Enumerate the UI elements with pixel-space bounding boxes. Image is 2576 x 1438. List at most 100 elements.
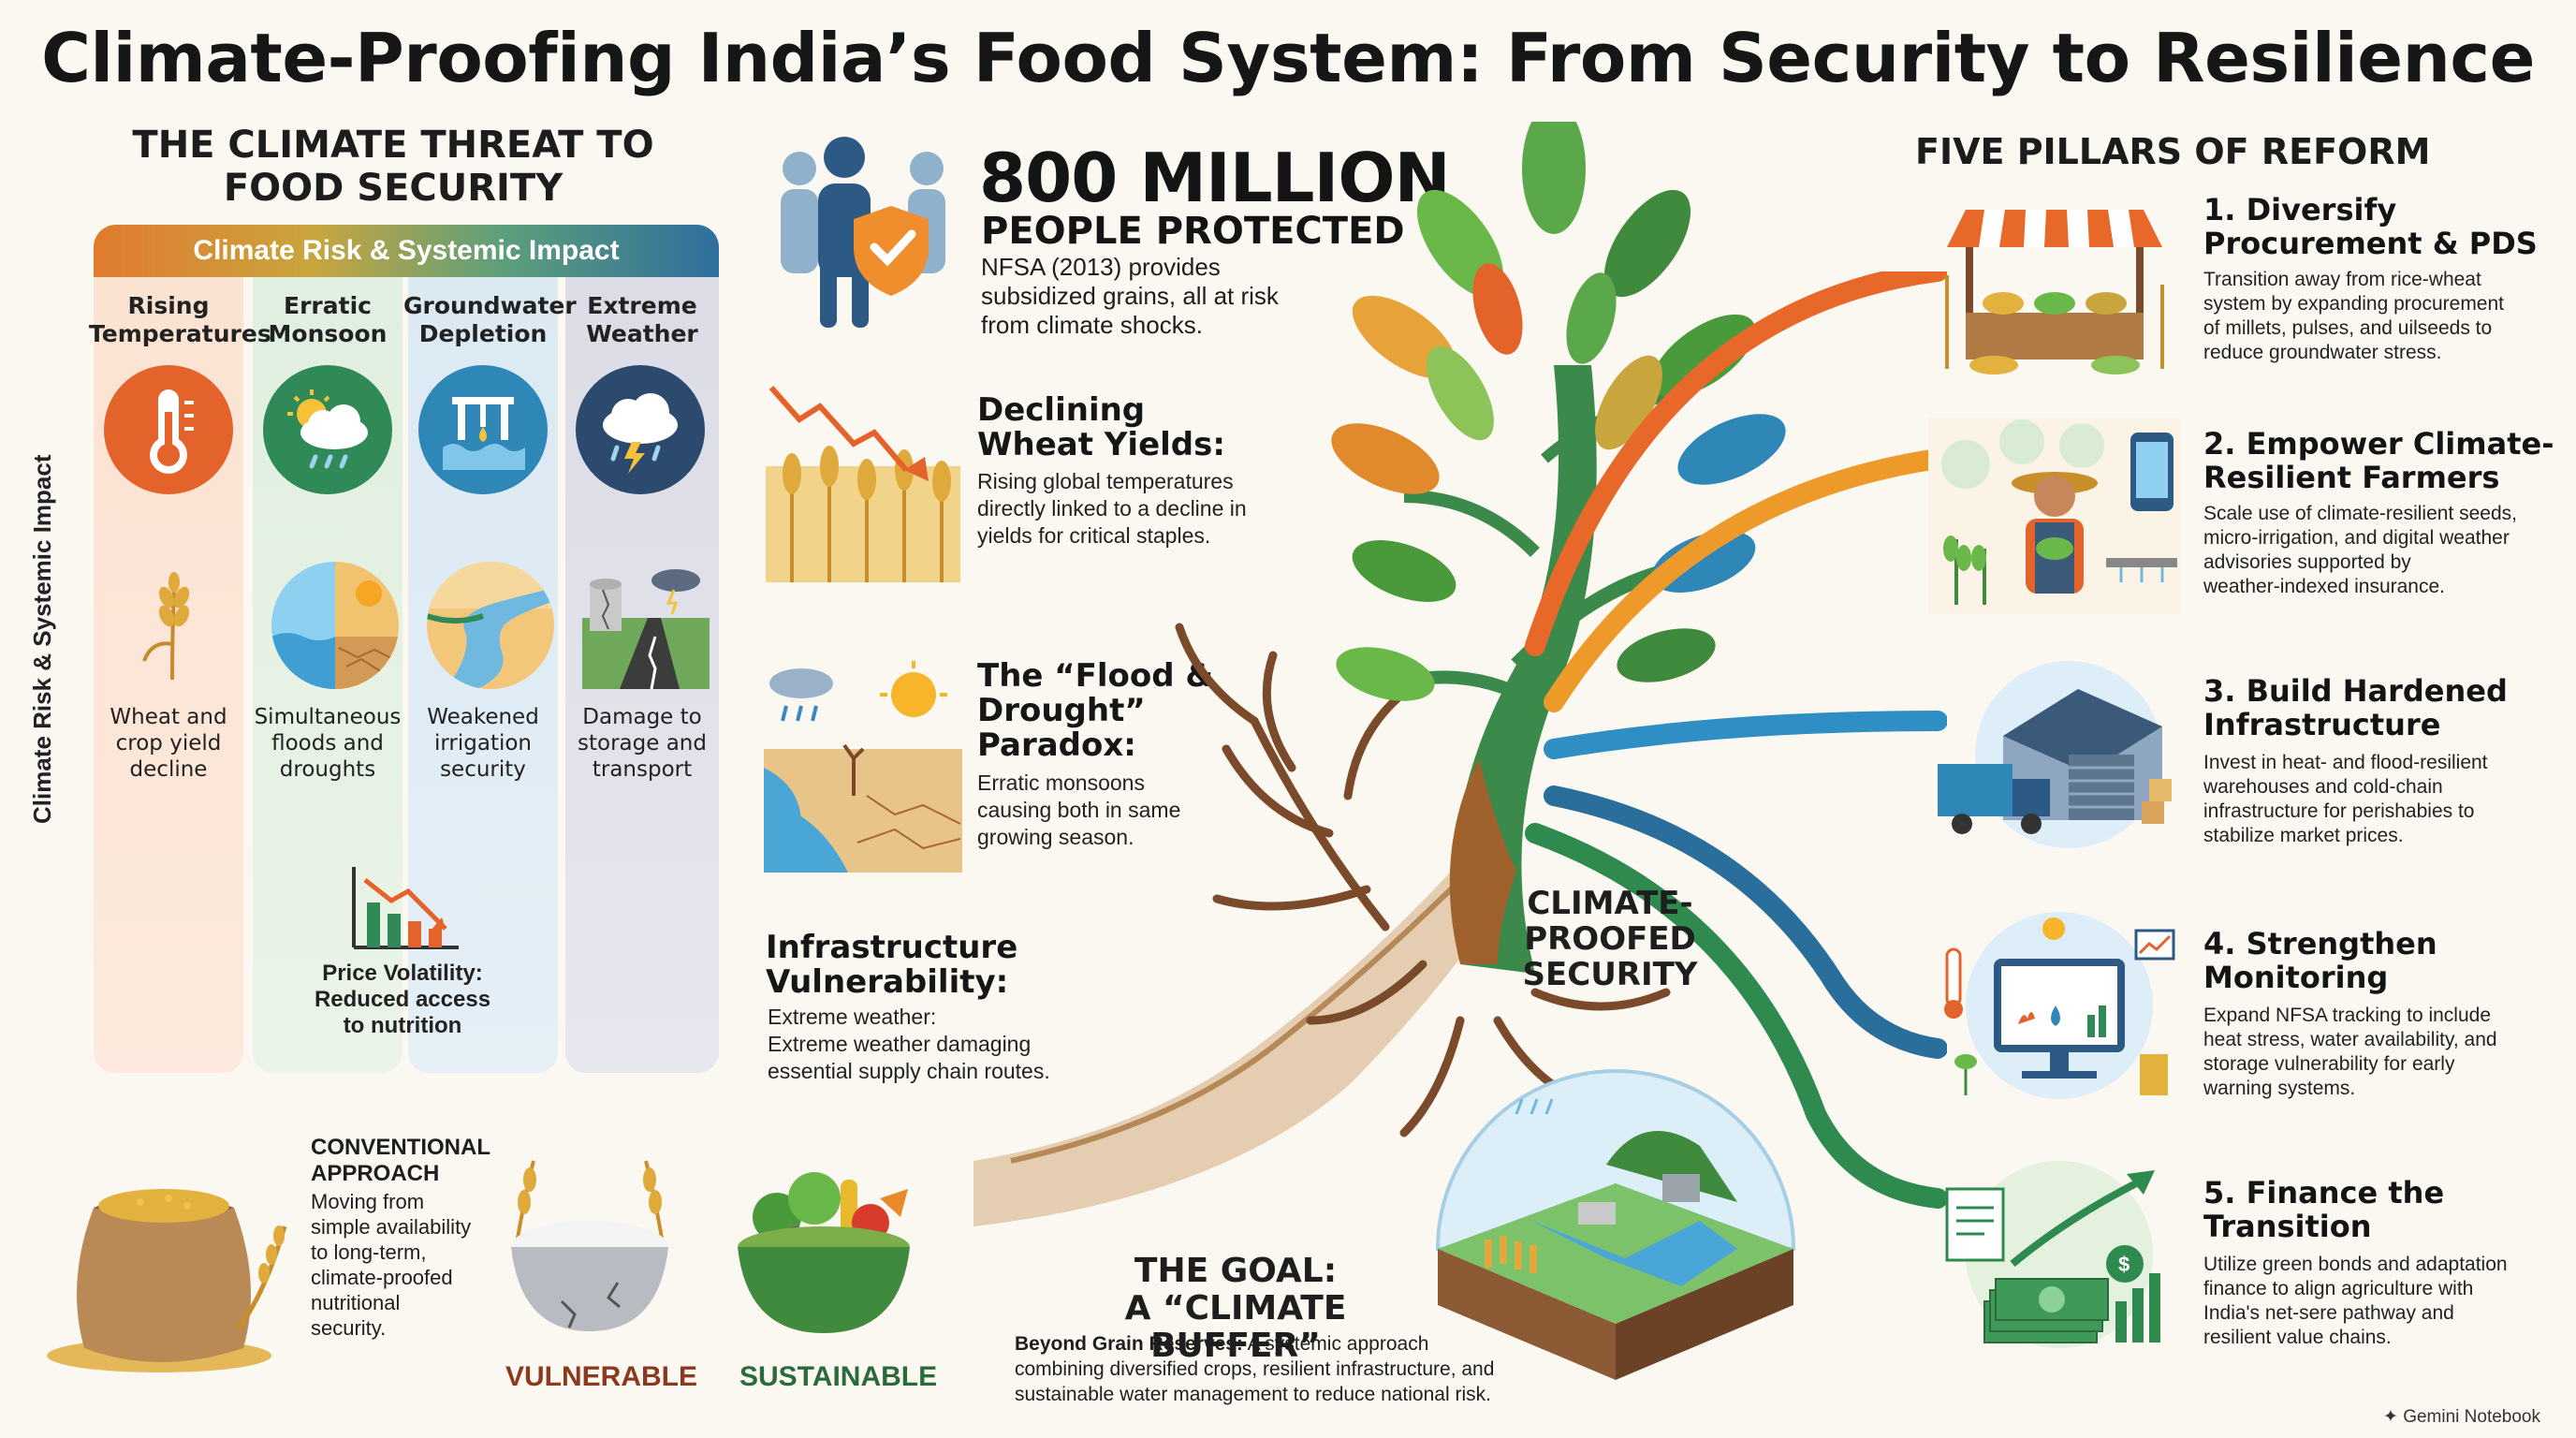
pillar-title-line: Monitoring: [2203, 960, 2389, 995]
impact-line: storage and: [578, 731, 707, 756]
watermark: ✦ Gemini Notebook: [2383, 1406, 2540, 1428]
risk-label-groundwater: Groundwater Depletion: [403, 292, 577, 348]
stat-body-line: subsidized grains, all at risk: [981, 282, 1279, 310]
goal-title: THE GOAL: A “CLIMATE BUFFER”: [1058, 1253, 1413, 1365]
vegetable-bowl-illustration: [721, 1142, 927, 1348]
pillar-body-line: infrastructure for perishabies to: [2203, 800, 2475, 822]
climate-tree-illustration: [936, 103, 1947, 1301]
impact-line: Wheat and: [110, 705, 227, 729]
wheat-heading-line: Declining: [977, 391, 1146, 429]
pillar-body-line: warning systems.: [2203, 1078, 2356, 1099]
risk-label-line: Monsoon: [268, 320, 388, 347]
tree-label-line: CLIMATE-: [1527, 885, 1693, 922]
wheat-heading-line: Wheat Yields:: [977, 426, 1225, 463]
well-pump-icon: [418, 365, 548, 494]
pillar-body-line: of millets, pulses, and uilseeds to: [2203, 317, 2493, 339]
impact-line: irrigation: [433, 731, 533, 756]
pillar-body-line: India's net-sere pathway and: [2203, 1302, 2454, 1324]
wheat-body: Rising global temperatures directly link…: [977, 468, 1295, 550]
money-growth-icon: $: [1928, 1161, 2181, 1357]
pillar-body-line: finance to align agriculture with: [2203, 1278, 2474, 1299]
goal-body-line2: combining diversified crops, resilient i…: [1015, 1358, 1495, 1380]
conv-body-line: simple availability: [311, 1215, 472, 1239]
pillar-title-line: Infrastructure: [2203, 707, 2441, 742]
pillar-3-title: 3. Build Hardened Infrastructure: [2203, 674, 2508, 741]
thermometer-icon: [104, 365, 233, 494]
stat-body: NFSA (2013) provides subsidized grains, …: [981, 253, 1299, 340]
risk-label-weather: Extreme Weather: [563, 292, 722, 348]
rain-sun-icon: [263, 365, 392, 494]
pillars-heading: FIVE PILLARS OF REFORM: [1915, 131, 2431, 172]
goal-body-text: A systemic approach: [1242, 1333, 1429, 1355]
impact-line: transport: [592, 757, 693, 782]
risk-label-temperature: Rising Temperatures: [89, 292, 271, 348]
wheat-body-line: Rising global temperatures: [977, 469, 1234, 493]
warehouse-icon: [1928, 661, 2181, 858]
stat-body-line: from climate shocks.: [981, 311, 1203, 339]
pillar-3-body: Invest in heat- and flood-resilient ware…: [2203, 751, 2550, 848]
pillar-title-line: Transition: [2203, 1209, 2372, 1244]
conv-body-line: to long-term,: [311, 1240, 427, 1264]
stat-subtitle: PEOPLE PROTECTED: [981, 210, 1405, 253]
risk-panel: Climate Risk & Systemic Impact Rising Te…: [89, 225, 722, 1073]
pillar-5-title: 5. Finance the Transition: [2203, 1176, 2444, 1243]
flood-body-line: growing season.: [977, 825, 1134, 849]
flood-heading-line: Paradox:: [977, 726, 1136, 764]
pillar-title-line: 5. Finance the: [2203, 1175, 2445, 1211]
pillar-1-body: Transition away from rice-wheat system b…: [2203, 268, 2550, 365]
flood-heading-line: The “Flood &: [977, 657, 1214, 695]
flood-heading: The “Flood & Drought” Paradox:: [977, 659, 1213, 763]
impact-line: floods and: [271, 731, 384, 756]
pillar-body-line: Invest in heat- and flood-resilient: [2203, 752, 2488, 773]
impact-label-weather: Damage to storage and transport: [563, 704, 722, 783]
impact-label-monsoon: Simultaneous floods and droughts: [248, 704, 407, 783]
pillar-body-line: micro-irrigation, and digital weather: [2203, 527, 2510, 549]
pillar-ribbons: [1498, 261, 1948, 1245]
grain-sack-illustration: [37, 1133, 290, 1386]
pillar-title-line: 3. Build Hardened: [2203, 673, 2508, 709]
stat-number: 800 MILLION: [979, 139, 1451, 217]
impact-line: crop yield: [115, 731, 222, 756]
climate-buffer-landscape-icon: [1419, 1034, 1812, 1389]
pillar-body-line: resilient value chains.: [2203, 1327, 2392, 1348]
price-line: to nutrition: [343, 1013, 462, 1038]
vertical-axis-label: Climate Risk & Systemic Impact: [28, 454, 56, 825]
risk-label-line: Extreme: [587, 292, 697, 319]
infra-body-line: Extreme weather:: [768, 1005, 937, 1029]
farmer-icon: [1928, 418, 2181, 614]
pillar-body-line: Expand NFSA tracking to include: [2203, 1005, 2492, 1026]
conventional-approach-body: Moving from simple availability to long-…: [311, 1189, 498, 1341]
market-stall-icon: [1928, 182, 2181, 378]
price-line: Reduced access: [314, 987, 491, 1012]
page-title: Climate-Proofing India’s Food System: Fr…: [41, 19, 2535, 97]
infrastructure-body: Extreme weather: Extreme weather damagin…: [768, 1004, 1142, 1085]
conv-body-line: security.: [311, 1316, 387, 1340]
infra-body-line: essential supply chain routes.: [768, 1059, 1050, 1083]
pillar-4-title: 4. Strengthen Monitoring: [2203, 927, 2437, 994]
price-volatility-label: Price Volatility: Reduced access to nutr…: [281, 961, 524, 1039]
svg-text:$: $: [2118, 1253, 2130, 1276]
falling-price-chart-icon: [348, 861, 464, 955]
tree-label-line: SECURITY: [1522, 956, 1698, 993]
people-shield-icon: [760, 131, 966, 337]
conv-title-line: APPROACH: [311, 1161, 440, 1186]
monitor-icon: [1928, 912, 2181, 1108]
pillar-body-line: Scale use of climate-resilient seeds,: [2203, 503, 2517, 524]
infra-heading-line: Infrastructure: [766, 929, 1018, 966]
conv-body-line: nutritional: [311, 1291, 401, 1314]
damaged-road-icon: [582, 562, 710, 690]
pillar-body-line: reduce groundwater stress.: [2203, 342, 2442, 363]
pillar-body-line: stabilize market prices.: [2203, 825, 2404, 846]
impact-label-groundwater: Weakened irrigation security: [403, 704, 563, 783]
pillar-title-line: 2. Empower Climate-: [2203, 426, 2554, 462]
watermark-text: Gemini Notebook: [2403, 1407, 2540, 1427]
impact-label-temperature: Wheat and crop yield decline: [89, 704, 248, 783]
infrastructure-heading: Infrastructure Vulnerability:: [766, 931, 1017, 1000]
dry-river-icon: [427, 562, 554, 689]
risk-label-line: Temperatures: [89, 320, 271, 347]
declining-wheat-icon: [764, 380, 962, 584]
impact-line: Weakened: [427, 705, 539, 729]
wheat-heading: Declining Wheat Yields:: [977, 393, 1225, 462]
tree-label-line: PROOFED: [1524, 920, 1696, 958]
goal-body-line1: Beyond Grain Reserves: A systemic approa…: [1015, 1331, 1539, 1357]
